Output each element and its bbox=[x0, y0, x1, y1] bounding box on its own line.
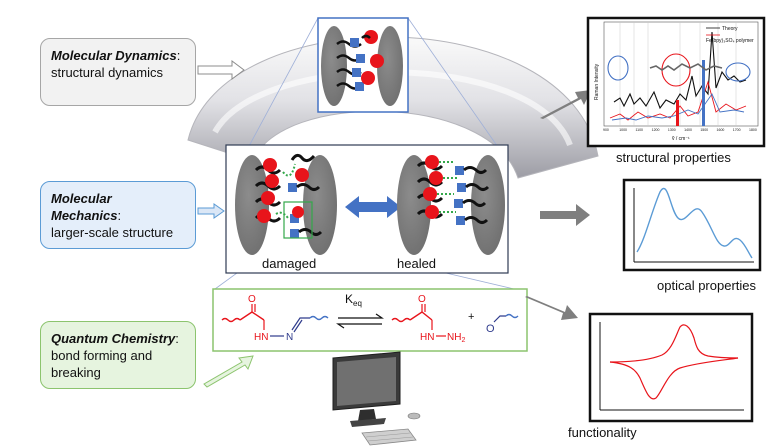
mm-panel: damaged healed bbox=[225, 144, 509, 274]
md-zoom-box bbox=[317, 17, 409, 113]
md-title: Molecular Dynamics bbox=[51, 48, 177, 63]
spectrum-panel: Theory Fe(bpy)₃SO₄ polymer Raman Intensi… bbox=[586, 16, 766, 148]
arrow-structural bbox=[540, 90, 591, 119]
arrow-optical bbox=[540, 204, 590, 226]
input-arrows bbox=[197, 60, 254, 388]
functionality-panel bbox=[588, 312, 754, 423]
spectrum-legend-polymer: Fe(bpy)₃SO₄ polymer bbox=[706, 38, 754, 44]
spectrum-ylabel: Raman Intensity bbox=[594, 63, 600, 100]
spectrum-tick-1600: 1600 bbox=[717, 128, 725, 132]
computer-icon bbox=[332, 351, 421, 446]
spectrum-tick-900: 900 bbox=[603, 128, 609, 132]
label-structural-properties: structural properties bbox=[616, 150, 731, 165]
spectrum-legend-theory: Theory bbox=[722, 26, 738, 32]
label-functionality: functionality bbox=[568, 425, 637, 440]
qc-title-line: Quantum Chemistry: bbox=[51, 331, 179, 346]
spectrum-tick-1800: 1800 bbox=[749, 128, 757, 132]
atom-o-3: O bbox=[486, 323, 495, 335]
spectrum-tick-1000: 1000 bbox=[619, 128, 627, 132]
molecular-dynamics-box: Molecular Dynamics: structural dynamics bbox=[40, 38, 196, 106]
spectrum-tick-1400: 1400 bbox=[684, 128, 692, 132]
qc-text-1: bond forming and bbox=[51, 348, 153, 363]
label-healed: healed bbox=[397, 256, 436, 271]
qc-text-2: breaking bbox=[51, 365, 101, 380]
mm-title: Molecular Mechanics bbox=[51, 191, 118, 223]
double-arrow bbox=[345, 196, 401, 218]
molecular-mechanics-box: Molecular Mechanics: larger-scale struct… bbox=[40, 181, 196, 249]
atom-o-1: O bbox=[248, 294, 256, 305]
spectrum-tick-1100: 1100 bbox=[635, 128, 643, 132]
spectrum-tick-1700: 1700 bbox=[733, 128, 741, 132]
arrow-qc bbox=[203, 355, 254, 388]
arrow-md bbox=[197, 60, 245, 80]
spectrum-tick-1200: 1200 bbox=[652, 128, 660, 132]
spectrum-tick-1500: 1500 bbox=[700, 128, 708, 132]
md-title-line: Molecular Dynamics: bbox=[51, 48, 181, 63]
qc-title: Quantum Chemistry bbox=[51, 331, 176, 346]
label-optical-properties: optical properties bbox=[657, 278, 756, 293]
atom-hn-1: HN bbox=[254, 332, 268, 343]
atom-n-1: N bbox=[286, 332, 293, 343]
keq-k: Keq bbox=[345, 292, 362, 308]
spectrum-tick-labels: 900 1000 1100 1200 1300 1400 1500 1600 1700 1800 bbox=[603, 128, 757, 132]
spectrum-tick-1300: 1300 bbox=[668, 128, 676, 132]
optical-panel bbox=[622, 178, 762, 272]
reaction-panel: O HN N Keq O HN NH2 + O bbox=[212, 288, 528, 352]
atom-hn-2: HN bbox=[420, 332, 434, 343]
md-text: structural dynamics bbox=[51, 65, 163, 80]
atom-nh2: NH2 bbox=[447, 332, 465, 344]
arrow-functionality bbox=[525, 296, 578, 320]
mm-title-line: Molecular Mechanics: bbox=[51, 191, 122, 223]
output-arrows bbox=[525, 90, 591, 320]
arrow-mm bbox=[197, 203, 225, 219]
label-damaged: damaged bbox=[262, 256, 316, 271]
atom-o-2: O bbox=[418, 294, 426, 305]
mm-text: larger-scale structure bbox=[51, 225, 174, 240]
plus-sign: + bbox=[468, 311, 474, 323]
spectrum-xlabel: ṽ / cm⁻¹ bbox=[672, 136, 690, 142]
quantum-chemistry-box: Quantum Chemistry: bond forming and brea… bbox=[40, 321, 196, 389]
